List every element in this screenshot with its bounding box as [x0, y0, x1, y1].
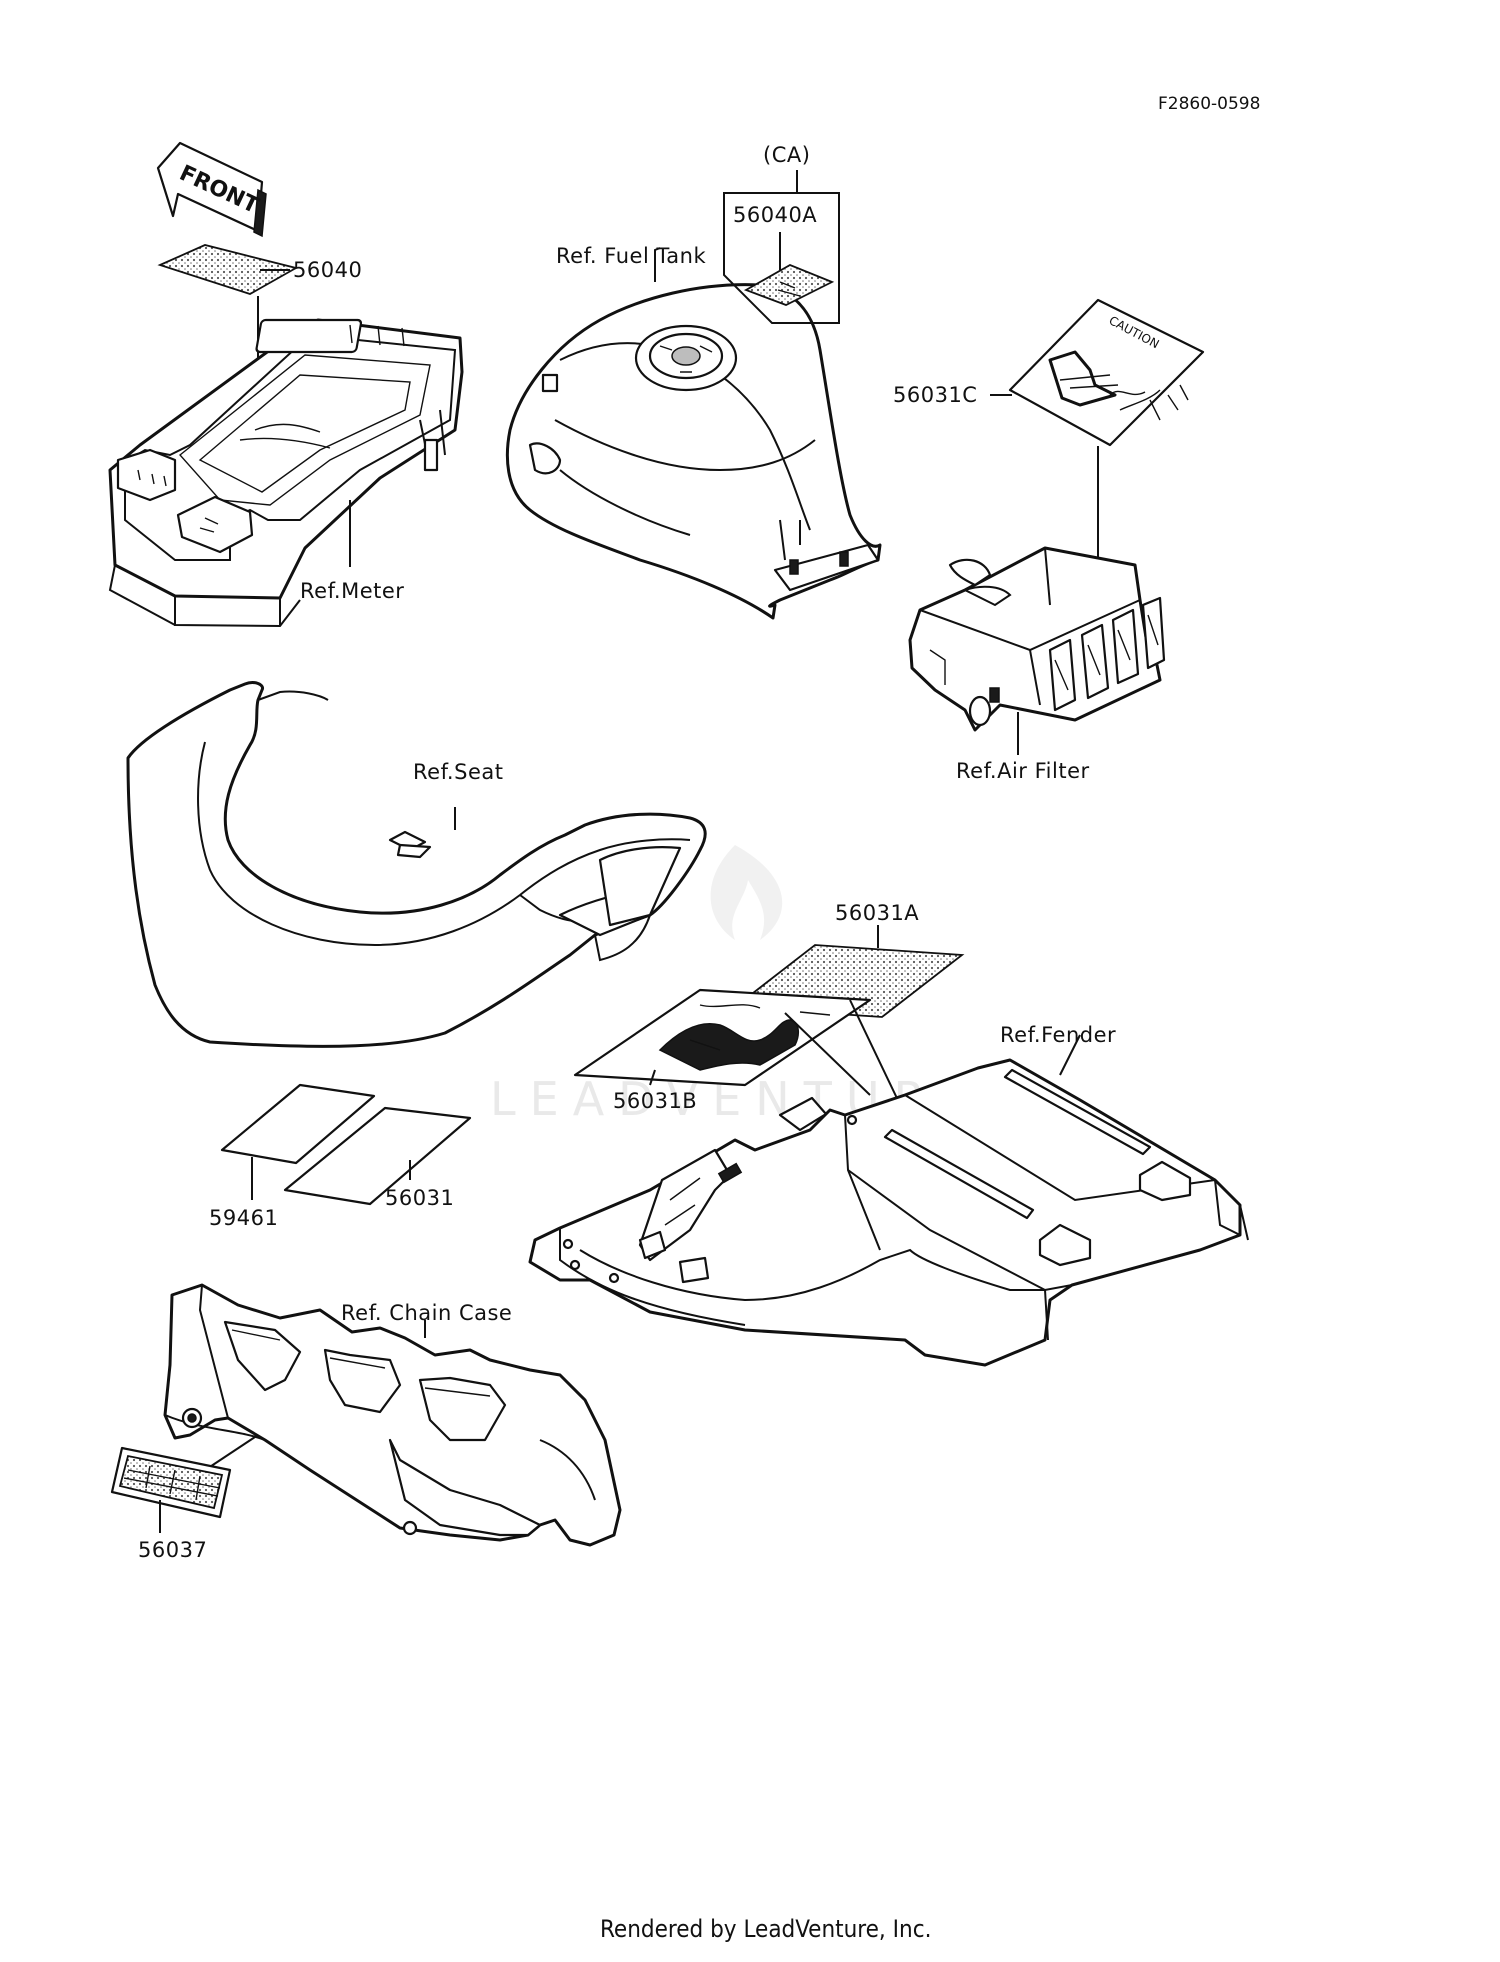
flame-watermark-icon [710, 845, 783, 940]
variant-box-label: (CA) [763, 143, 810, 167]
seat [126, 681, 707, 1048]
label-ref-fuel-tank: Ref. Fuel Tank [556, 244, 706, 268]
label-56040: 56040 [293, 258, 362, 282]
label-56037: 56037 [138, 1538, 207, 1562]
air-filter: CAUTION [908, 298, 1205, 755]
label-56031C: 56031C [893, 383, 977, 407]
label-56031A: 56031A [835, 901, 919, 925]
decal-56031 [283, 1106, 472, 1206]
meter-assembly [108, 244, 464, 628]
label-ref-chain-case: Ref. Chain Case [341, 1301, 512, 1325]
drawing-id: F2860-0598 [1158, 94, 1260, 114]
label-ref-air-filter: Ref.Air Filter [956, 759, 1090, 783]
chain-case [163, 1283, 622, 1547]
label-ref-meter: Ref.Meter [300, 579, 404, 603]
label-56031B: 56031B [613, 1089, 697, 1113]
decal-56037 [110, 1446, 232, 1533]
fuel-tank [505, 247, 882, 620]
label-59461: 59461 [209, 1206, 278, 1230]
decal-59461 [220, 1083, 376, 1165]
label-56040A: 56040A [733, 203, 817, 227]
decal-56040 [157, 244, 299, 295]
front-arrow-icon: FRONT [156, 141, 267, 238]
footer-text: Rendered by LeadVenture, Inc. [600, 1915, 931, 1943]
ca-variant-box: (CA) 56040A [723, 143, 840, 324]
label-56031: 56031 [385, 1186, 454, 1210]
label-ref-fender: Ref.Fender [1000, 1023, 1116, 1047]
decal-56031C [1008, 298, 1205, 447]
label-ref-seat: Ref.Seat [413, 760, 503, 784]
rear-fender [528, 925, 1249, 1367]
